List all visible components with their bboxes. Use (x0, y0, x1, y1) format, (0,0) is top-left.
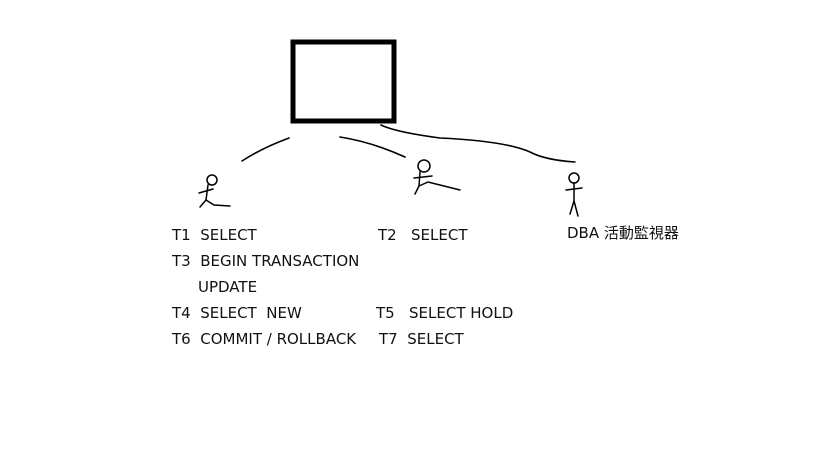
label-t4: T4 SELECT NEW (172, 304, 302, 322)
label-t3-update: UPDATE (198, 278, 258, 296)
user-1-figure (198, 174, 231, 208)
label-t1: T1 SELECT (172, 226, 257, 244)
dba-head (568, 172, 580, 184)
user-2-arms (413, 175, 433, 179)
user-2-legs (414, 181, 461, 195)
user-2-figure (413, 159, 461, 195)
connector-line-user-2 (339, 136, 406, 158)
user-1-legs (199, 199, 231, 208)
user-1-body (205, 184, 209, 201)
label-t7: T7 SELECT (379, 330, 464, 348)
dba-legs (569, 200, 579, 217)
label-dba-caption: DBA 活動監視器 (567, 224, 679, 242)
label-t2: T2 SELECT (378, 226, 468, 244)
connector-line-dba (380, 124, 576, 163)
database-box (290, 39, 397, 124)
label-t6: T6 COMMIT / ROLLBACK (172, 330, 357, 348)
dba-figure (565, 172, 583, 217)
dba-arms (565, 187, 583, 191)
label-t3: T3 BEGIN TRANSACTION (172, 252, 360, 270)
user-2-head (417, 159, 431, 173)
user-2-body (418, 171, 421, 187)
user-1-head (206, 174, 218, 186)
label-t5: T5 SELECT HOLD (376, 304, 514, 322)
user-1-arms (198, 188, 214, 194)
connector-line-user-1 (241, 137, 290, 162)
